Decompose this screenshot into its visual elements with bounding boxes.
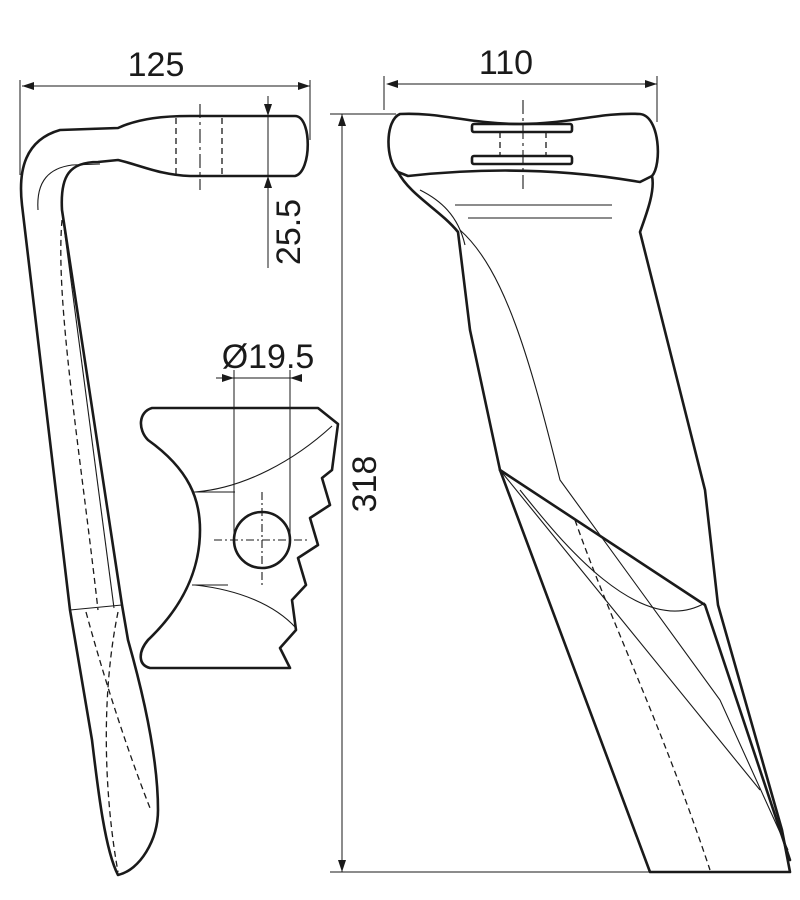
hole-diameter-label: Ø19.5	[222, 338, 315, 376]
dim-25-5-arrow-top	[264, 104, 272, 116]
front-hidden-edge	[574, 519, 711, 871]
section-inner-curve-bottom	[194, 584, 297, 629]
height-dimension-label: 318	[346, 456, 384, 513]
dim-hole-arrow-left	[222, 374, 234, 382]
section-outline	[139, 406, 340, 670]
front-body-outline	[396, 170, 792, 874]
twist-face-curve	[459, 229, 789, 851]
dim-125-arrow-right	[298, 82, 310, 90]
blade-wing-outline	[498, 468, 792, 862]
front-view: 110 318	[330, 44, 792, 874]
dim-318-arrow-top	[338, 114, 346, 126]
blade-hidden-edge-1	[85, 611, 151, 809]
dim-25-5-arrow-bottom	[264, 176, 272, 188]
shank-hidden-edge	[60, 219, 99, 611]
section-view: Ø19.5	[139, 338, 340, 670]
shank-inner-edge	[37, 163, 101, 211]
blade-wing-edge	[499, 469, 761, 791]
thickness-dimension-label: 25.5	[270, 199, 308, 265]
head-washer-top	[470, 122, 574, 134]
section-inner-curve-top	[194, 425, 333, 493]
blade-wing-lower-edge	[519, 489, 706, 612]
side-view: 125 25.5	[19, 46, 311, 877]
head-width-dimension-label: 110	[479, 44, 533, 82]
dim-318-arrow-bottom	[338, 860, 346, 872]
blade-separation-line	[69, 604, 123, 611]
head-washer-bottom	[470, 154, 574, 166]
blade-hidden-edge-2	[105, 611, 119, 873]
dim-110-arrow-left	[386, 80, 398, 88]
side-view-outline	[19, 114, 310, 877]
shank-ridge-line	[61, 211, 115, 609]
neck-side-curve	[419, 189, 466, 246]
dim-125-arrow-left	[22, 82, 34, 90]
width-dimension-label: 125	[128, 46, 185, 84]
dim-hole-arrow-right	[290, 374, 302, 382]
dim-110-arrow-right	[645, 80, 657, 88]
